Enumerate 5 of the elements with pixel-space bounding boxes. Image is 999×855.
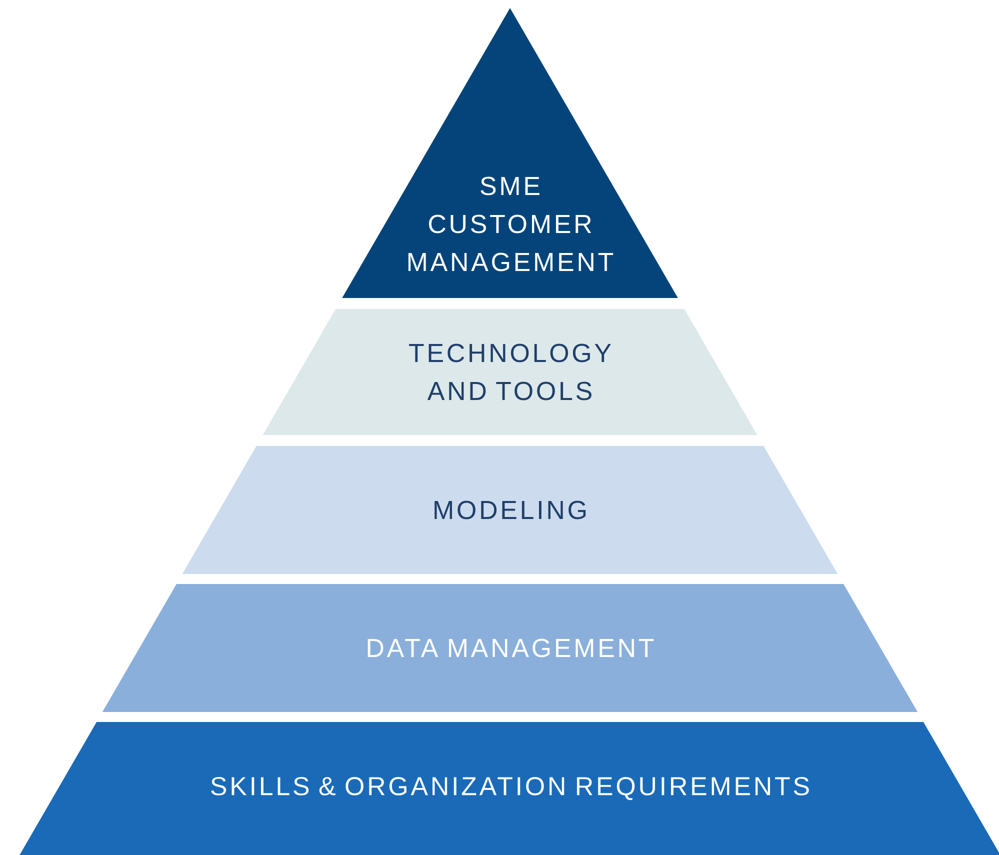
pyramid-level: SME CUSTOMER MANAGEMENT [342,8,678,298]
pyramid-level: TECHNOLOGY AND TOOLS [262,309,758,435]
pyramid-level: SKILLS & ORGANIZATION REQUIREMENTS [20,722,999,855]
pyramid-level: DATA MANAGEMENT [102,584,918,712]
pyramid-level: MODELING [182,446,838,574]
